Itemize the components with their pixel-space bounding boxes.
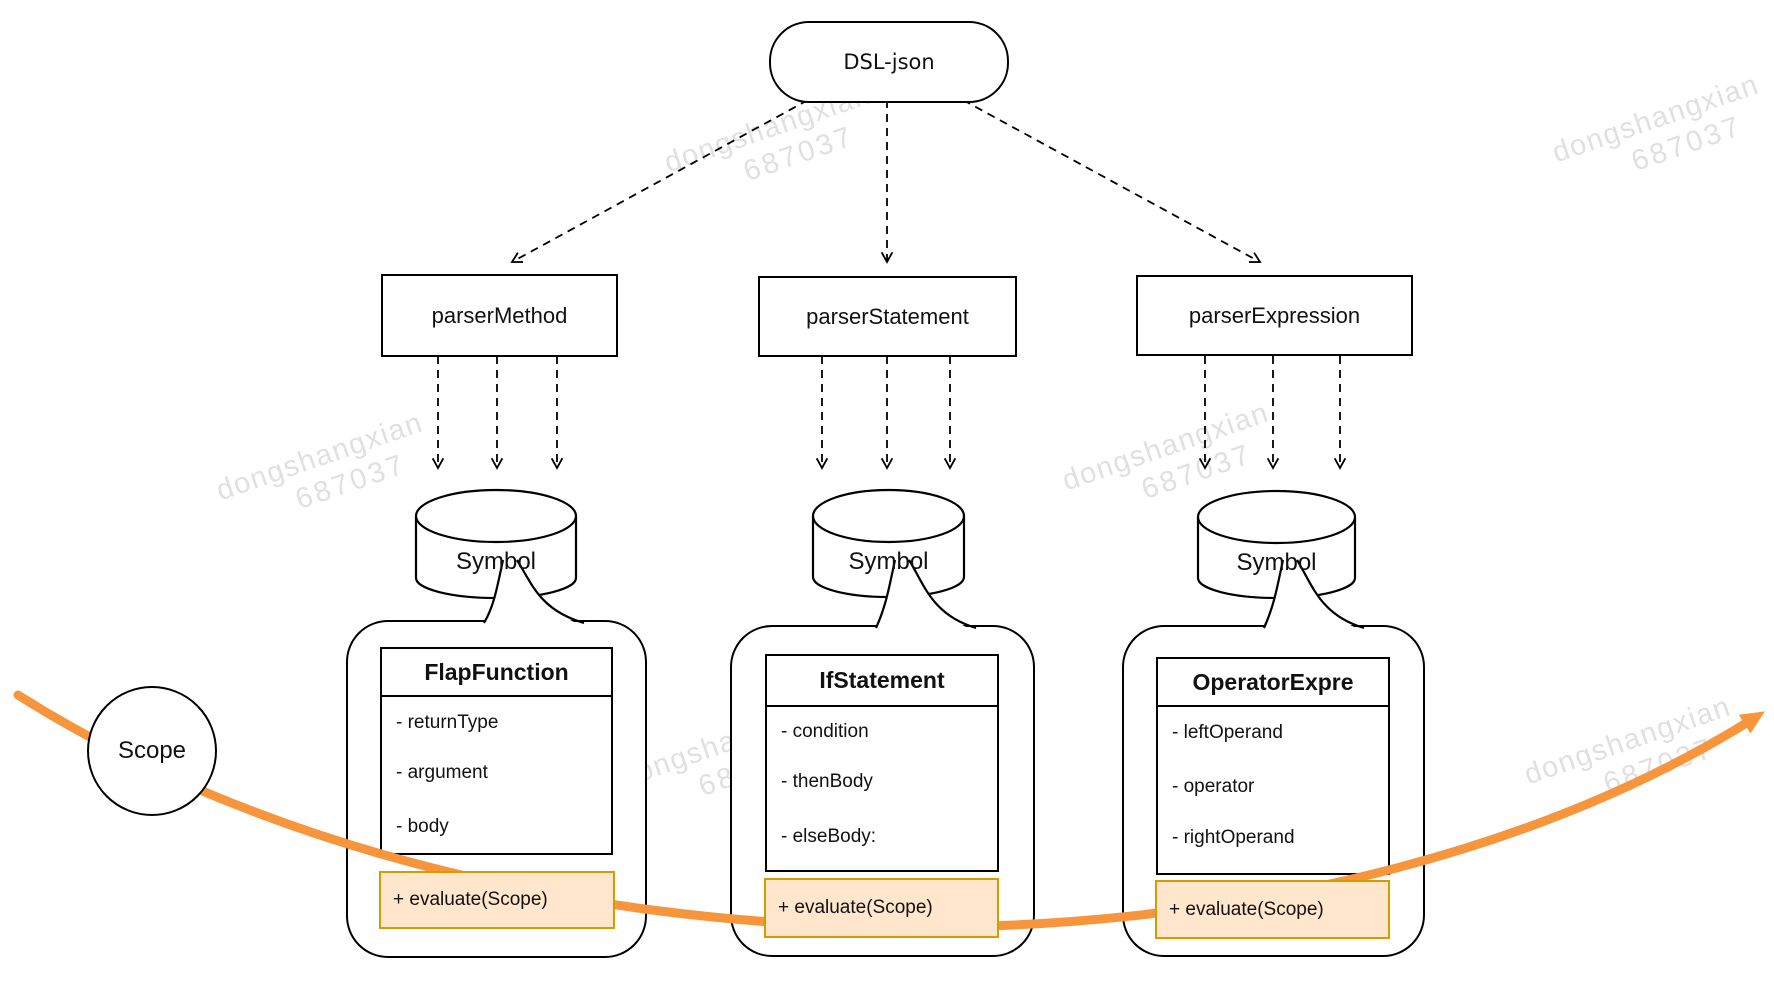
node-scope-label: Scope — [117, 737, 187, 764]
node-dsl-json-label: DSL-json — [843, 50, 935, 74]
class-operatorexpre-field: - rightOperand — [1172, 827, 1295, 848]
class-operatorexpre-field: - leftOperand — [1172, 722, 1283, 743]
class-operatorexpre-title: OperatorExpre — [1158, 659, 1388, 707]
class-operatorexpre-field: - operator — [1172, 776, 1255, 797]
cylinder-symbol-2-label: Symbol — [848, 548, 929, 575]
class-ifstatement-title: IfStatement — [767, 656, 997, 707]
cylinder-symbol-3-label: Symbol — [1236, 549, 1317, 576]
node-parser-expression: parserExpression — [1136, 275, 1413, 356]
cylinder-symbol-1-label: Symbol — [455, 548, 537, 575]
scope-flow-arrowhead-icon — [1738, 711, 1765, 734]
node-parser-expression-label: parserExpression — [1188, 302, 1361, 328]
node-scope: Scope — [87, 686, 217, 816]
cylinder-symbol-1 — [414, 488, 578, 600]
class-flapfunction-title: FlapFunction — [382, 649, 611, 697]
class-flapfunction-field: - returnType — [396, 712, 499, 733]
class-ifstatement-method: + evaluate(Scope) — [764, 878, 999, 938]
node-parser-method-label: parserMethod — [431, 302, 568, 328]
class-ifstatement-field: - elseBody: — [781, 826, 877, 847]
cylinder-symbol-3 — [1196, 489, 1357, 600]
class-flapfunction-field: - argument — [396, 762, 488, 783]
class-operatorexpre-method: + evaluate(Scope) — [1155, 880, 1390, 939]
node-dsl-json: DSL-json — [769, 21, 1009, 103]
cylinder-symbol-2 — [811, 488, 966, 599]
class-ifstatement-field: - thenBody — [781, 771, 873, 792]
edge-root-parserExpression — [962, 99, 1262, 263]
node-parser-statement-label: parserStatement — [806, 303, 969, 329]
class-ifstatement-field: - condition — [781, 721, 869, 742]
class-flapfunction-method: + evaluate(Scope) — [379, 871, 615, 929]
node-parser-statement: parserStatement — [758, 276, 1017, 357]
class-flapfunction-field: - body — [396, 816, 449, 837]
node-parser-method: parserMethod — [381, 274, 618, 357]
